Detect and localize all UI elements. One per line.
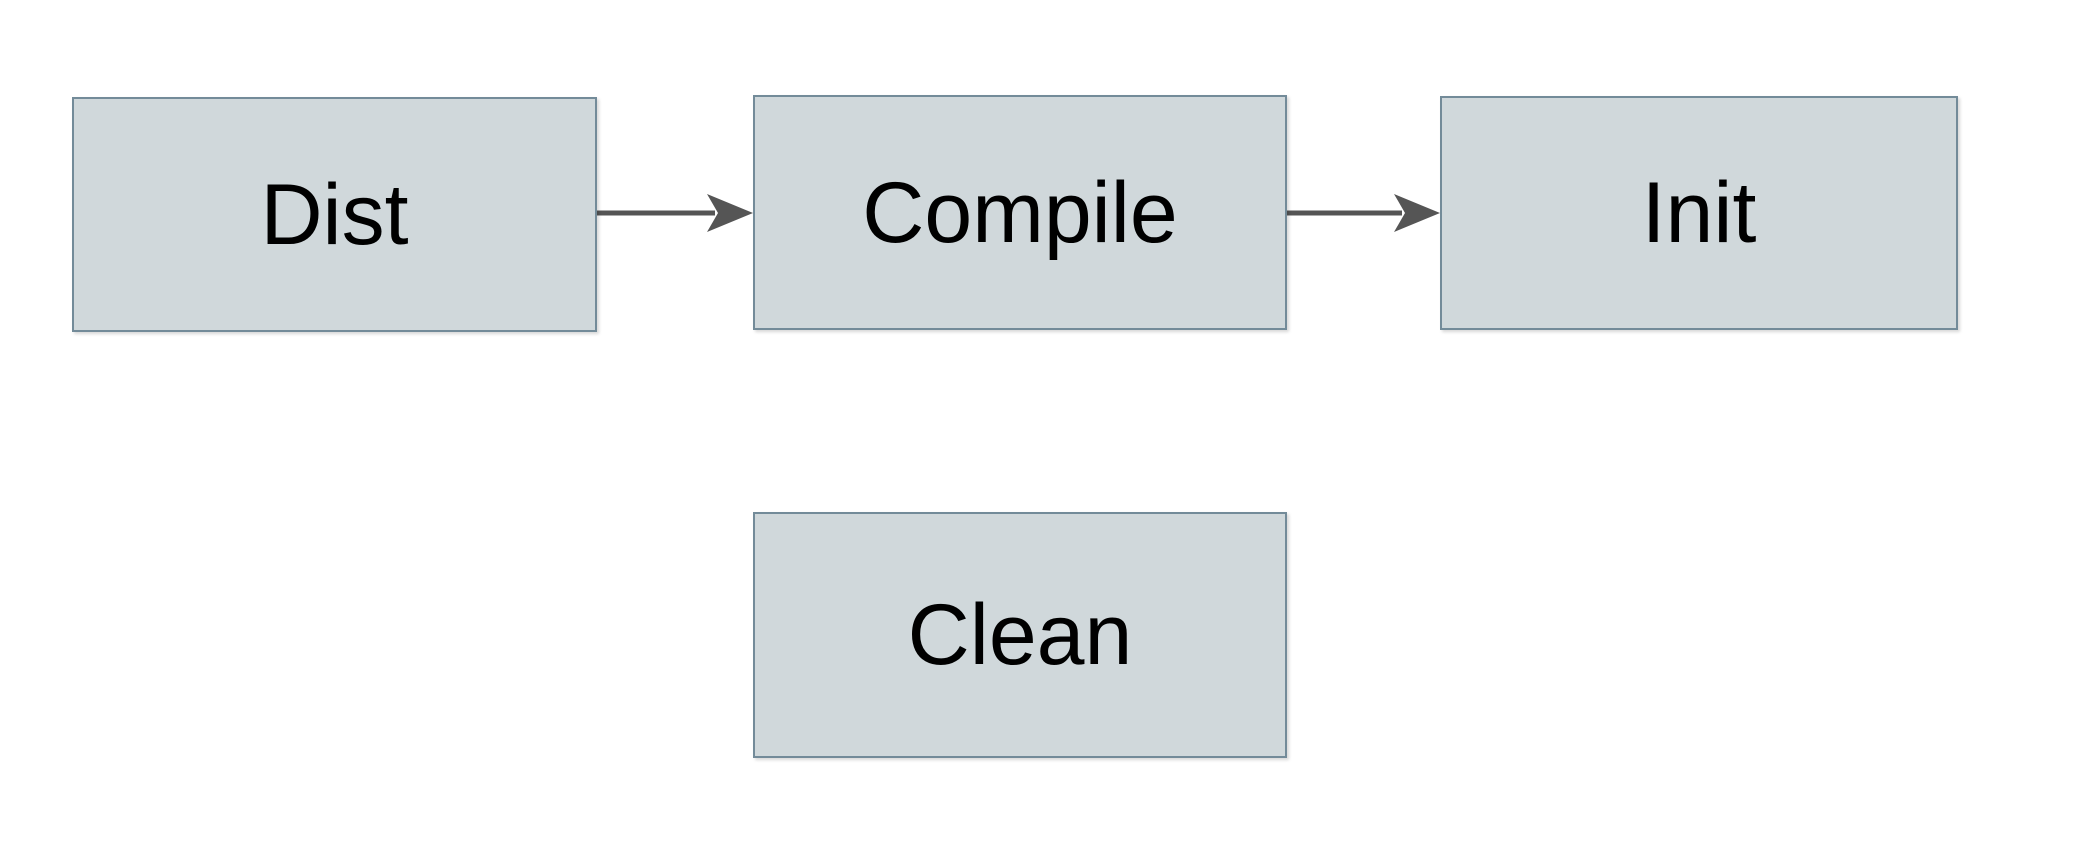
node-clean-label: Clean: [907, 587, 1133, 683]
node-init-label: Init: [1641, 165, 1757, 261]
arrowhead-icon: [707, 194, 753, 232]
edge-compile-to-init[interactable]: [1287, 193, 1440, 233]
edge-dist-to-compile[interactable]: [597, 193, 753, 233]
arrowhead-icon: [1394, 194, 1440, 232]
node-init[interactable]: Init: [1440, 96, 1958, 330]
node-dist[interactable]: Dist: [72, 97, 597, 332]
node-dist-label: Dist: [260, 166, 409, 263]
node-compile-label: Compile: [862, 164, 1178, 261]
node-clean[interactable]: Clean: [753, 512, 1287, 758]
node-compile[interactable]: Compile: [753, 95, 1287, 330]
